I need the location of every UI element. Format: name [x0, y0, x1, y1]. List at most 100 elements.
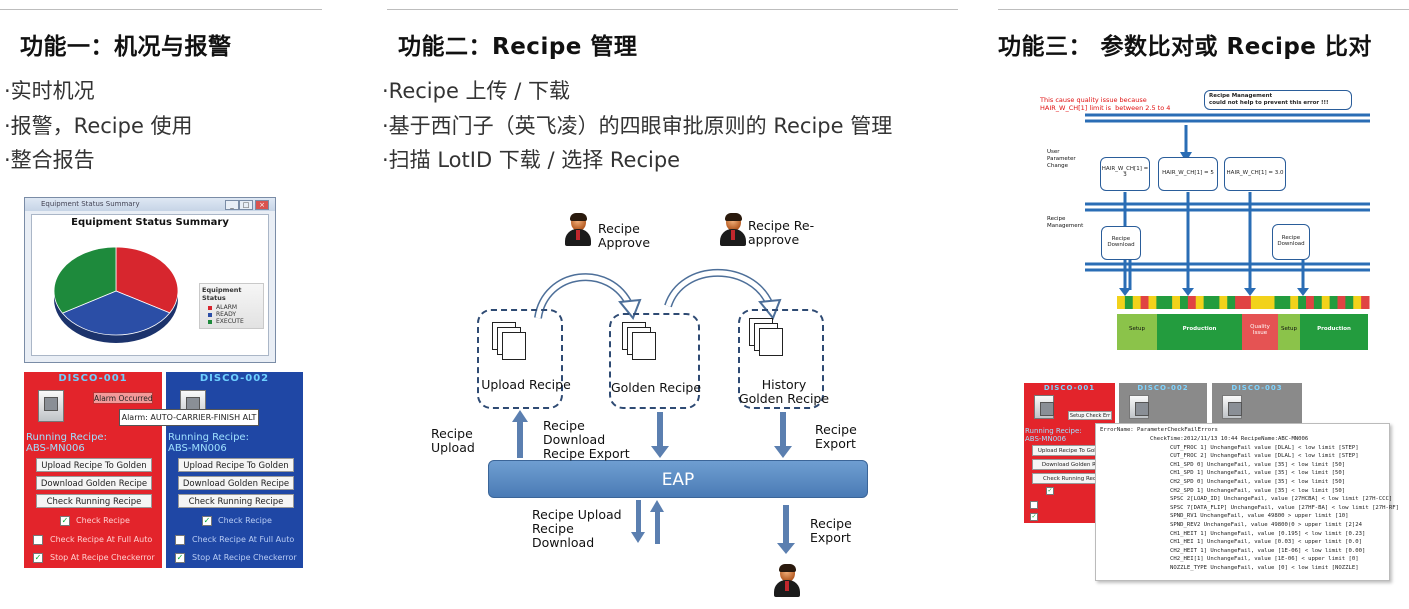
equipment-status-window: Equipment Status Summary _ □ × Equipment… [24, 197, 276, 363]
stripe-segment [1156, 296, 1165, 309]
running-recipe-label: Running Recipe: [26, 432, 107, 443]
mini-checkbox[interactable]: ✓ [1030, 513, 1038, 521]
tool-name: DISCO-001 [1043, 384, 1096, 392]
legend-label: EXECUTE [216, 318, 244, 325]
pie-chart [53, 246, 179, 343]
error-row: CH1_HEIT 1] UnchangeFail, value [0.195] … [1170, 530, 1366, 537]
stop-at-checkerror-checkbox[interactable]: ✓ [33, 553, 43, 563]
stripe-segment [1258, 296, 1268, 309]
section-title-3: 功能三： 参数比对或 Recipe 比对 [998, 34, 1372, 60]
error-row: CUT_FROC 1] UnchangeFail value [DLAL] < … [1170, 444, 1359, 451]
stop-at-checkerror-checkbox[interactable]: ✓ [175, 553, 185, 563]
cause-note: This cause quality issue because HAIR_W_… [1040, 96, 1171, 112]
upload-recipe-box[interactable] [477, 309, 563, 409]
upload-recipe-to-golden-button[interactable]: Upload Recipe To Golden [36, 458, 152, 472]
recipe-management-label: Recipe Management [1047, 216, 1084, 229]
vertical-arrows [512, 410, 795, 554]
document-stack-icon [622, 322, 656, 360]
machine-icon [38, 390, 64, 422]
section-1-bullets: ·实时机况 ·报警，Recipe 使用 ·整合报告 [4, 74, 193, 178]
rm-note-box: Recipe Management could not help to prev… [1204, 90, 1352, 110]
check-full-auto-label: Check Recipe At Full Auto [192, 535, 295, 544]
approve-curve-arrow-inner [535, 274, 633, 319]
mini-checkbox[interactable] [1030, 501, 1038, 509]
legend-label: READY [216, 311, 237, 318]
check-full-auto-label: Check Recipe At Full Auto [50, 535, 153, 544]
window-titlebar: Equipment Status Summary _ □ × [25, 198, 275, 211]
machine-icon [1034, 395, 1054, 419]
bullet-item: ·报警，Recipe 使用 [4, 113, 193, 138]
chart-area: Equipment Status Summary Equipment Statu… [31, 214, 269, 356]
timeline-quality-issue: Quality Issue [1242, 314, 1278, 350]
legend-swatch [208, 312, 212, 317]
legend-label: ALARM [216, 304, 238, 311]
param-box-1: HAIR_W_CH[1] = 3 [1100, 157, 1150, 191]
check-recipe-checkbox[interactable]: ✓ [202, 516, 212, 526]
golden-recipe-box[interactable] [609, 313, 700, 409]
running-recipe-label: Running Recipe: [168, 432, 249, 443]
stripe-segment [1321, 296, 1331, 309]
close-button[interactable]: × [255, 200, 269, 210]
check-full-auto-checkbox[interactable] [175, 535, 185, 545]
error-row: CH1_SPD 1] UnchangeFail, value [35] < lo… [1170, 470, 1346, 477]
check-running-recipe-button[interactable]: Check Running Recipe [36, 494, 152, 508]
stripe-segment [1203, 296, 1213, 309]
upload-recipe-to-golden-button[interactable]: Upload Recipe To Golden [178, 458, 294, 472]
minimize-button[interactable]: _ [225, 200, 239, 210]
bullet-item: ·基于西门子（英飞凌）的四眼审批原则的 Recipe 管理 [382, 113, 893, 138]
stripe-segment [1219, 296, 1228, 309]
check-running-recipe-button[interactable]: Check Running Recipe [178, 494, 294, 508]
error-row: SPSC 7[DATA_FLIP] UnchangeFail, value [2… [1170, 504, 1400, 511]
setup-check-err-button[interactable]: Setup Check Err [1068, 411, 1112, 420]
golden-recipe-label: Golden Recipe [610, 380, 702, 395]
check-recipe-label: Check Recipe [76, 516, 130, 525]
tool-panel-disco-002: DISCO-002 Running Recipe: ABS-MN006 Uplo… [166, 372, 303, 568]
pie-slice-ready [61, 290, 171, 336]
error-row: CH2_HEI[1] UnchangeFail, value [1E-06] <… [1170, 556, 1359, 563]
download-golden-recipe-button[interactable]: Download Golden Recipe [178, 476, 294, 490]
history-golden-recipe-box[interactable] [738, 309, 824, 409]
stripe-segment [1274, 296, 1283, 309]
eap-bar[interactable]: EAP [488, 460, 868, 498]
stripe-segment [1235, 296, 1244, 309]
download-golden-recipe-button[interactable]: Download Golden Recipe [36, 476, 152, 490]
stripe-segment [1250, 296, 1260, 309]
top-divider-2 [387, 9, 958, 10]
upload-recipe-label: Upload Recipe [481, 377, 571, 392]
check-recipe-checkbox[interactable]: ✓ [60, 516, 70, 526]
top-divider-3 [998, 9, 1409, 10]
recipe-approve-label: Recipe Approve [598, 221, 651, 250]
stripe-segment [1227, 296, 1236, 309]
recipe-export-label-top: Recipe Export [815, 422, 857, 451]
error-row: NOZZLE_TYPE UnchangeFail, value [0] < lo… [1170, 565, 1359, 571]
section-title-2: 功能二：Recipe 管理 [398, 34, 638, 60]
error-panel-title: ErrorName: ParameterCheckFailErrors [1100, 427, 1218, 433]
error-row: CH1_SPD 0] UnchangeFail, value [35] < lo… [1170, 461, 1346, 468]
document-stack-icon [492, 322, 526, 360]
error-row: CH2_HEIT 1] UnchangeFail, value [1E-06] … [1170, 547, 1366, 554]
alarm-occurred-button[interactable]: Alarm Occurred [93, 392, 153, 404]
running-recipe-label: Running Recipe: [1025, 427, 1082, 435]
param-box-2: HAIR_W_CH[1] = 5 [1158, 157, 1218, 191]
bullet-item: ·实时机况 [4, 79, 95, 103]
stripe-segment [1313, 296, 1323, 309]
pie-slice-execute [53, 246, 117, 314]
parameter-check-error-panel: ErrorName: ParameterCheckFailErrors Chec… [1095, 423, 1399, 581]
tool-name: DISCO-002 [1137, 384, 1189, 392]
section-title-1: 功能一：机况与报警 [20, 34, 232, 60]
legend-swatch [208, 319, 212, 324]
stripe-segment [1290, 296, 1299, 309]
check-full-auto-checkbox[interactable] [33, 535, 43, 545]
stripe-segment [1282, 296, 1291, 309]
stripe-segment [1243, 296, 1252, 309]
tool-name: DISCO-002 [199, 373, 270, 384]
legend-item: EXECUTE [200, 318, 263, 325]
maximize-button[interactable]: □ [239, 200, 253, 210]
mini-checkbox[interactable]: ✓ [1046, 487, 1054, 495]
bullet-item: ·整合报告 [4, 148, 95, 172]
legend-item: ALARM [200, 304, 263, 311]
error-row: SPSC 2[LOAD_ID] UnchangeFail, value [27H… [1170, 496, 1393, 503]
recipe-upload-label: Recipe Upload [431, 426, 475, 455]
recipe-export-label-bottom: Recipe Export [810, 516, 852, 545]
